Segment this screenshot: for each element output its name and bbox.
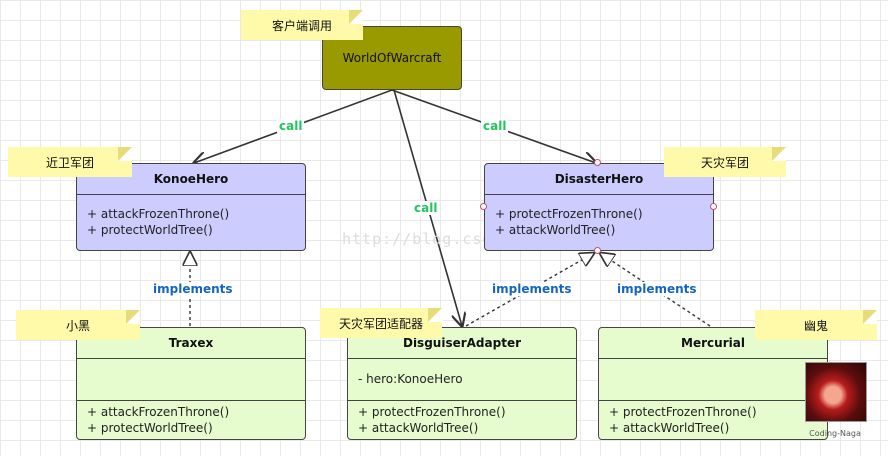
selection-handle: [594, 247, 601, 254]
konoe-hero-methods: + attackFrozenThrone() + protectWorldTre…: [77, 195, 305, 251]
konoe-note: 近卫军团: [8, 147, 132, 177]
traxex-class: Traxex + attackFrozenThrone() + protectW…: [76, 327, 306, 440]
note-fold-icon: [349, 10, 363, 24]
mercurial-methods: + protectFrozenThrone() + attackWorldTre…: [599, 401, 827, 440]
call-label-right: call: [481, 119, 509, 133]
traxex-title: Traxex: [77, 328, 305, 359]
note-fold-icon: [863, 310, 877, 324]
mercurial-attributes: [599, 359, 827, 401]
traxex-note: 小黑: [16, 310, 140, 340]
traxex-method-1: + attackFrozenThrone(): [87, 405, 230, 419]
note-fold-icon: [118, 147, 132, 161]
mercurial-class: Mercurial + protectFrozenThrone() + atta…: [598, 327, 828, 440]
disguiser-adapter-class: DisguiserAdapter - hero:KonoeHero + prot…: [347, 327, 577, 440]
adapter-attribute-1: - hero:KonoeHero: [358, 372, 463, 386]
implements-label-traxex: implements: [151, 282, 235, 296]
disaster-note: 天灾军团: [664, 147, 786, 177]
traxex-note-text: 小黑: [65, 318, 90, 333]
mercurial-method-2: + attackWorldTree(): [609, 421, 730, 435]
traxex-methods: + attackFrozenThrone() + protectWorldTre…: [77, 401, 305, 440]
implements-label-mercurial: implements: [615, 282, 699, 296]
author-avatar-image: [805, 362, 867, 422]
adapter-method-2: + attackWorldTree(): [358, 421, 479, 435]
call-label-left: call: [277, 119, 305, 133]
disguiser-adapter-title: DisguiserAdapter: [348, 328, 576, 359]
call-label-middle: call: [412, 201, 440, 215]
selection-handle: [594, 159, 601, 166]
disaster-hero-class: DisasterHero + protectFrozenThrone() + a…: [484, 163, 714, 251]
konoe-hero-class: KonoeHero + attackFrozenThrone() + prote…: [76, 163, 306, 251]
konoe-method-2: + protectWorldTree(): [87, 223, 213, 237]
client-class-box: WorldOfWarcraft: [322, 26, 462, 90]
implements-label-adapter: implements: [490, 282, 574, 296]
mercurial-title: Mercurial: [599, 328, 827, 359]
konoe-method-1: + attackFrozenThrone(): [87, 207, 230, 221]
konoe-note-text: 近卫军团: [45, 155, 94, 170]
traxex-method-2: + protectWorldTree(): [87, 421, 213, 435]
disaster-note-text: 天灾军团: [700, 155, 749, 170]
selection-handle: [480, 203, 487, 210]
adapter-note: 天灾军团适配器: [320, 308, 442, 338]
selection-handle: [710, 203, 717, 210]
disaster-method-2: + attackWorldTree(): [495, 223, 616, 237]
konoe-hero-title: KonoeHero: [77, 164, 305, 195]
client-note: 客户端调用: [241, 10, 363, 40]
disguiser-adapter-methods: + protectFrozenThrone() + attackWorldTre…: [348, 401, 576, 440]
traxex-attributes: [77, 359, 305, 401]
adapter-note-text: 天灾军团适配器: [338, 316, 423, 331]
note-fold-icon: [126, 310, 140, 324]
note-fold-icon: [772, 147, 786, 161]
disaster-hero-title: DisasterHero: [485, 164, 713, 195]
mercurial-method-1: + protectFrozenThrone(): [609, 405, 757, 419]
disaster-hero-methods: + protectFrozenThrone() + attackWorldTre…: [485, 195, 713, 251]
disguiser-adapter-attributes: - hero:KonoeHero: [348, 359, 576, 401]
mercurial-note: 幽鬼: [755, 310, 877, 340]
author-avatar-caption: Coding-Naga: [809, 429, 861, 438]
note-fold-icon: [428, 308, 442, 322]
adapter-method-1: + protectFrozenThrone(): [358, 405, 506, 419]
disaster-method-1: + protectFrozenThrone(): [495, 207, 643, 221]
client-note-text: 客户端调用: [271, 18, 332, 33]
client-class-name: WorldOfWarcraft: [342, 51, 442, 65]
mercurial-note-text: 幽鬼: [803, 318, 828, 333]
